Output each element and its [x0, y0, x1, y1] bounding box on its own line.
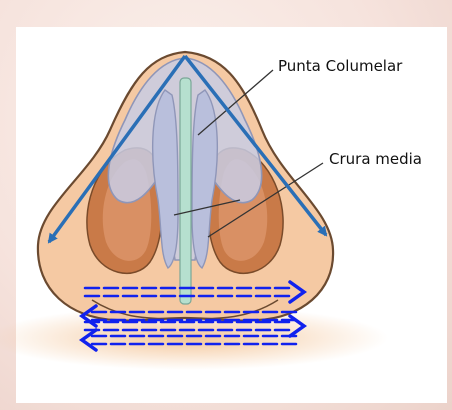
label-punta-columelar: Punta Columelar — [278, 57, 402, 75]
columella-strut — [180, 78, 191, 304]
label-crura-media: Crura media — [329, 150, 422, 168]
